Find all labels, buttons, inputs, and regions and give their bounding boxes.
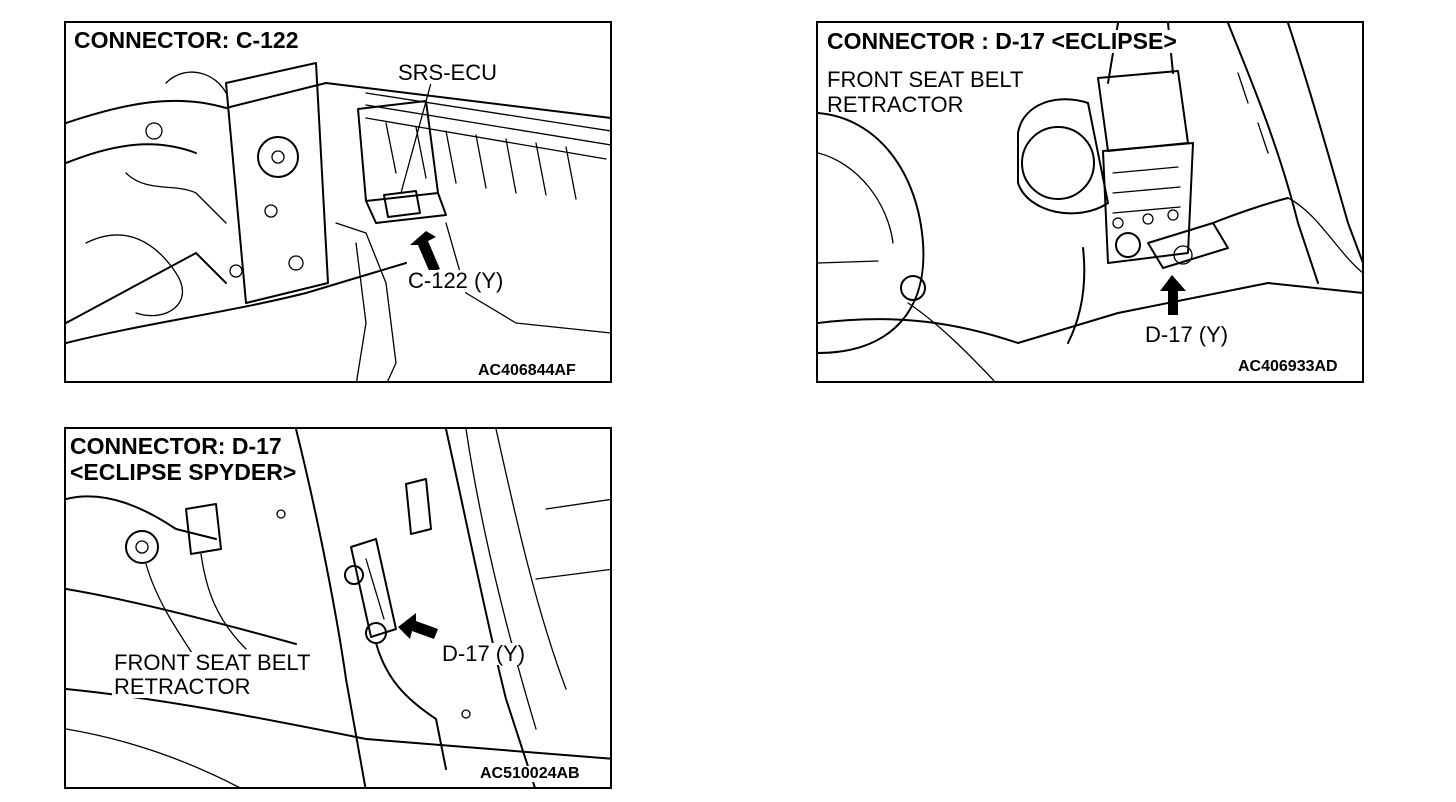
connector-label: C-122 (Y) — [406, 268, 506, 293]
retractor-label-line2: RETRACTOR — [827, 92, 964, 117]
srs-ecu-label: SRS-ECU — [396, 60, 500, 85]
figure-code: AC406844AF — [476, 362, 578, 379]
retractor-label-line1: FRONT SEAT BELT — [827, 67, 1024, 92]
srs-ecu-illustration — [66, 62, 610, 381]
connector-d17-spyder-panel: CONNECTOR: D-17 <ECLIPSE SPYDER> FRONT S… — [64, 427, 612, 789]
connector-label: D-17 (Y) — [440, 641, 528, 666]
retractor-label-line2: RETRACTOR — [112, 674, 253, 699]
panel-title-line2: <ECLIPSE SPYDER> — [68, 459, 299, 485]
connector-d17-eclipse-panel: CONNECTOR : D-17 <ECLIPSE> FRONT SEAT BE… — [816, 21, 1364, 383]
panel-title-line1: CONNECTOR: D-17 — [68, 433, 284, 459]
figure-code: AC406933AD — [1236, 358, 1340, 375]
spyder-retractor-illustration — [66, 429, 610, 787]
connector-label: D-17 (Y) — [1143, 322, 1231, 347]
figure-code: AC510024AB — [478, 765, 582, 782]
panel-title: CONNECTOR : D-17 <ECLIPSE> — [825, 28, 1179, 54]
retractor-label-line1: FRONT SEAT BELT — [112, 650, 313, 675]
panel-title: CONNECTOR: C-122 — [72, 27, 301, 53]
connector-c122-panel: CONNECTOR: C-122 SRS-ECU C-122 (Y) AC406… — [64, 21, 612, 383]
